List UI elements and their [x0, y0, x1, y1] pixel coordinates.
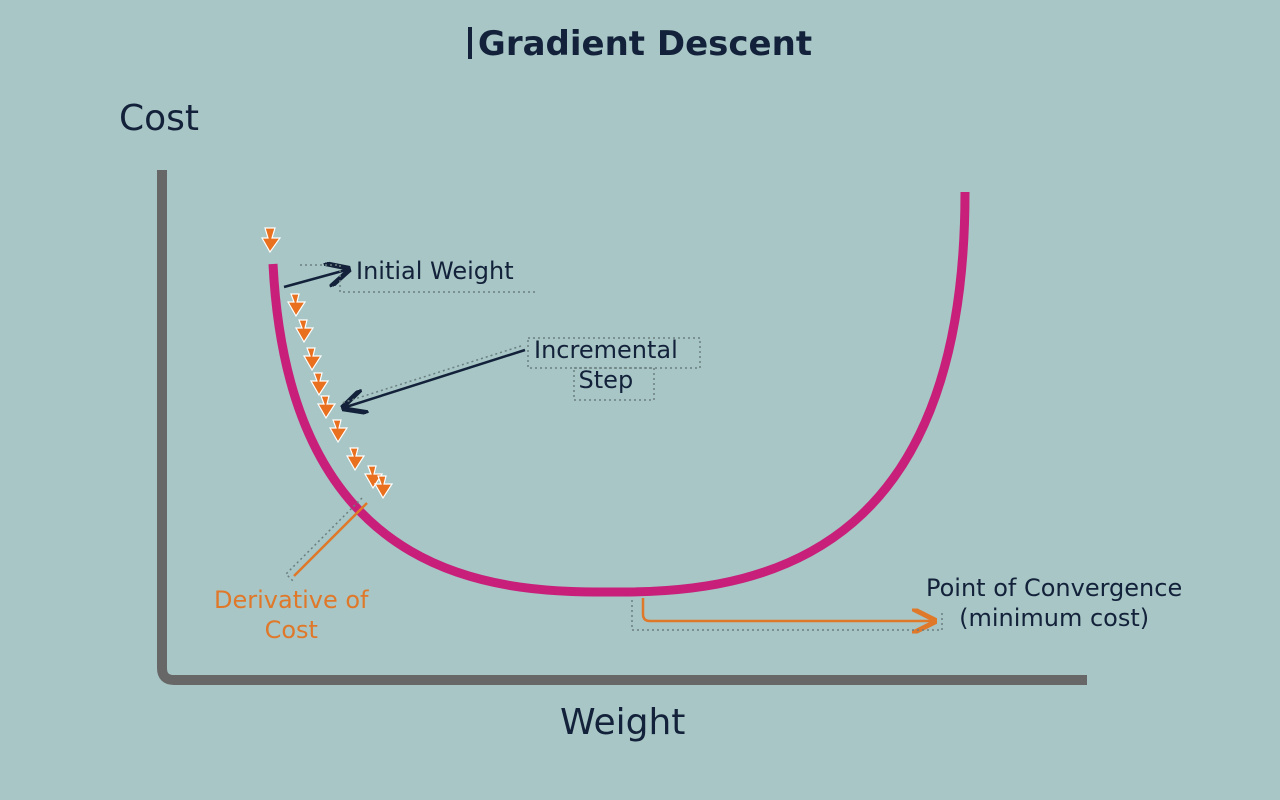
orange-down-arrow-icon	[286, 293, 307, 318]
incremental-step-line-2: Step	[578, 366, 634, 394]
title-bar	[467, 27, 472, 59]
orange-down-arrow-icon	[309, 372, 330, 397]
derivative-pointer	[284, 497, 368, 583]
orange-down-arrow-icon	[363, 465, 384, 490]
convergence-pointer	[631, 598, 943, 630]
incremental-step-pointer	[342, 337, 701, 407]
orange-down-arrow-icon	[345, 447, 366, 472]
axes	[157, 170, 1087, 685]
y-axis-label: Cost	[119, 98, 200, 139]
page-title: Gradient Descent	[0, 24, 1280, 64]
orange-down-arrow-icon	[328, 419, 349, 444]
derivative-label: Derivative of Cost	[214, 585, 369, 645]
incremental-step-label: Incremental Step	[534, 335, 678, 395]
derivative-line-1: Derivative of	[214, 586, 369, 614]
convergence-line-1: Point of Convergence	[926, 574, 1183, 602]
orange-down-arrow-icon	[316, 395, 337, 420]
step-arrows	[260, 227, 394, 500]
convergence-label: Point of Convergence (minimum cost)	[926, 573, 1182, 633]
derivative-line-2: Cost	[264, 616, 318, 644]
orange-down-arrow-icon	[294, 319, 315, 344]
initial-weight-label: Initial Weight	[356, 257, 514, 285]
cost-curve	[268, 191, 970, 597]
orange-down-arrow-icon	[260, 227, 282, 254]
orange-down-arrow-icon	[373, 475, 394, 500]
convergence-line-2: (minimum cost)	[959, 604, 1150, 632]
orange-down-arrow-icon	[302, 347, 323, 372]
incremental-step-line-1: Incremental	[534, 336, 678, 364]
x-axis-label: Weight	[560, 702, 686, 743]
initial-weight-pointer	[283, 265, 535, 293]
